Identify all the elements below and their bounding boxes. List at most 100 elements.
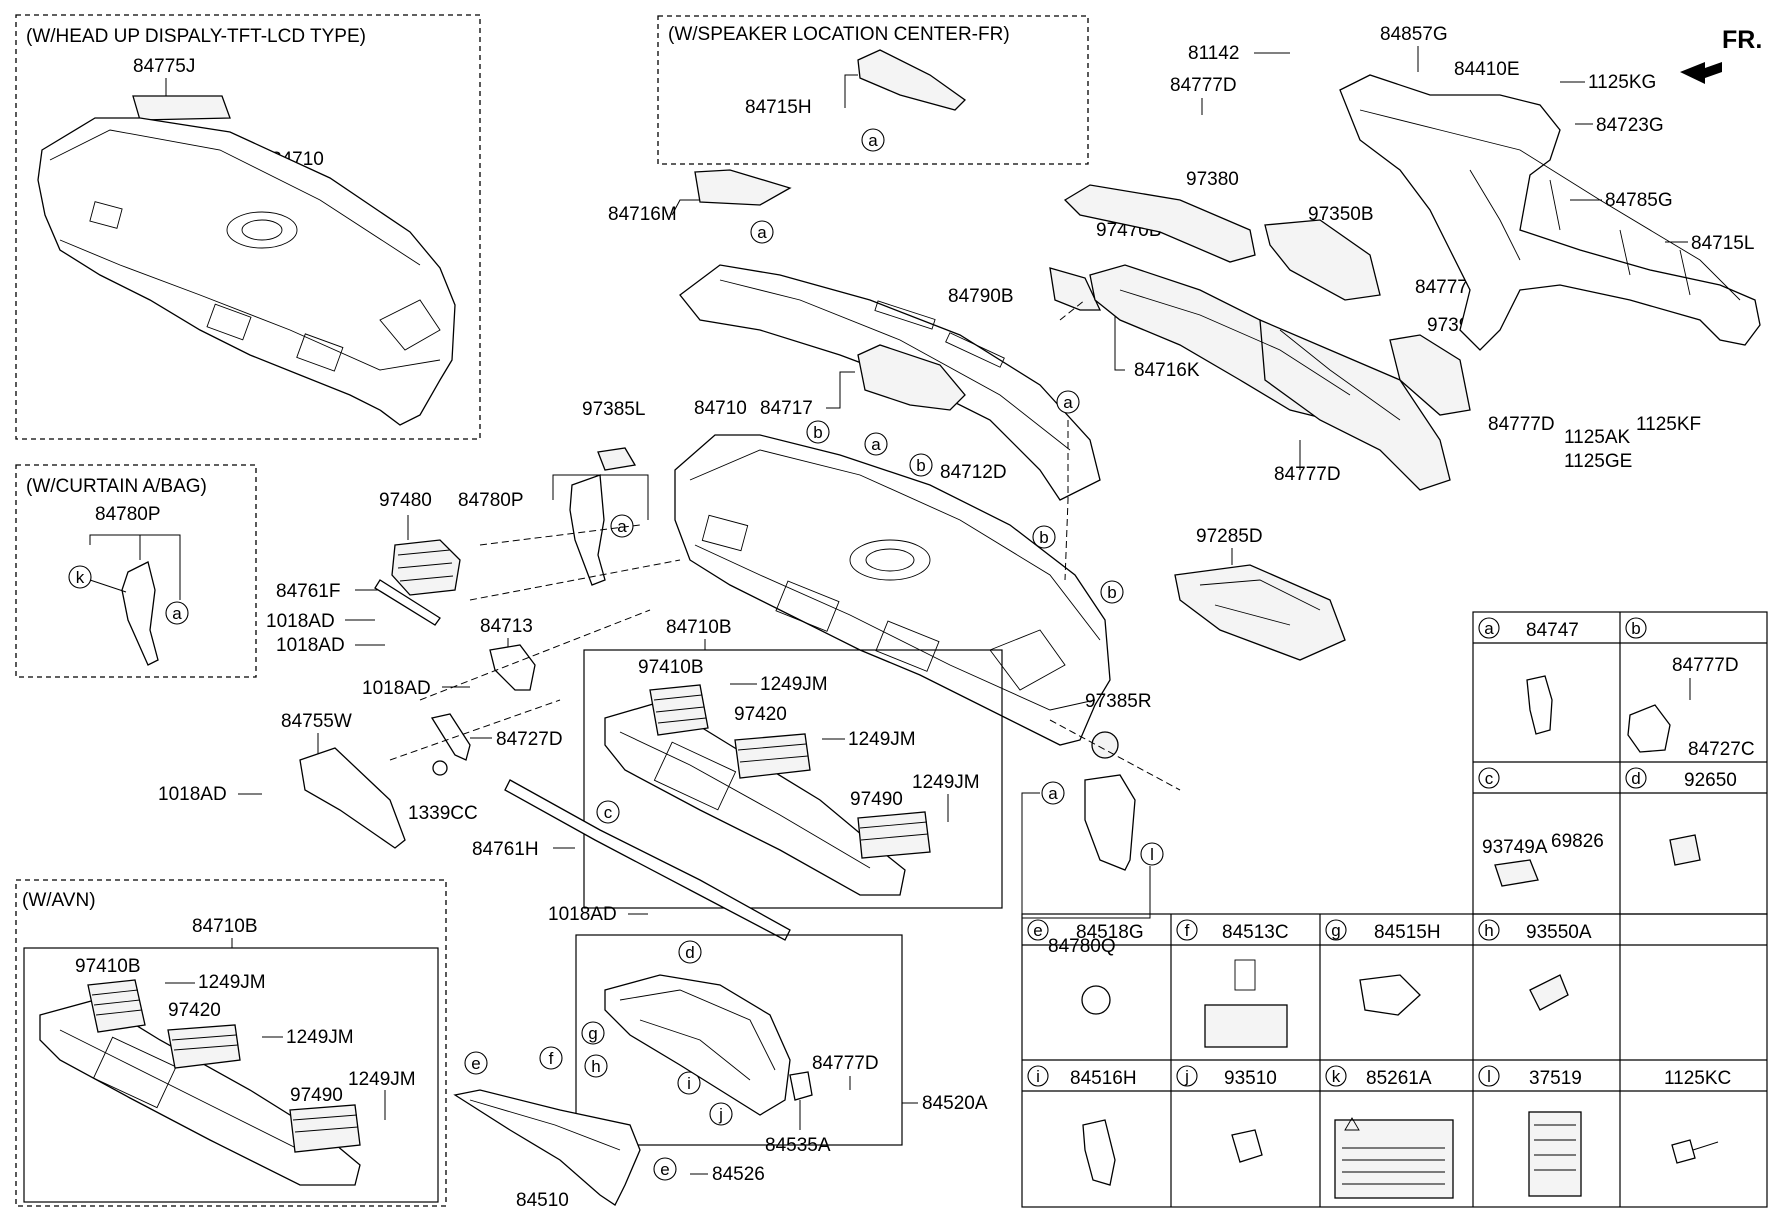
label-84535A[interactable]: 84535A	[765, 1135, 831, 1156]
legend-sub-69826[interactable]: 69826	[1551, 831, 1604, 852]
clip-84747[interactable]	[1526, 675, 1553, 735]
label-97480[interactable]: 97480	[379, 490, 432, 511]
bracket-84713[interactable]	[489, 644, 536, 691]
crash-pad-hud-part[interactable]	[37, 117, 456, 426]
label-84857G[interactable]: 84857G	[1380, 24, 1448, 45]
switch-93510[interactable]	[1231, 1129, 1263, 1163]
legend-part-84518G[interactable]: 84518G	[1076, 922, 1144, 943]
label-84780Q[interactable]: 84780Q	[1048, 936, 1116, 957]
label-84723G[interactable]: 84723G	[1596, 115, 1664, 136]
label-84716K[interactable]: 84716K	[1134, 360, 1200, 381]
label-1018AD-2[interactable]: 1018AD	[276, 635, 345, 656]
label-1249JM-1[interactable]: 1249JM	[760, 674, 828, 695]
clip-84518G[interactable]	[1081, 985, 1111, 1015]
legend-part-84516H[interactable]: 84516H	[1070, 1068, 1137, 1089]
label-84520A[interactable]: 84520A	[922, 1093, 988, 1114]
label-84755W[interactable]: 84755W	[281, 711, 352, 732]
pad-84716K-part[interactable]	[1049, 267, 1102, 311]
garnish-84761H[interactable]	[504, 779, 791, 941]
label-1018AD-3[interactable]: 1018AD	[362, 678, 431, 699]
legend-sub-84727C[interactable]: 84727C	[1688, 739, 1755, 760]
label-84777D-glove[interactable]: 84777D	[812, 1053, 879, 1074]
bracket-84727D[interactable]	[430, 713, 471, 761]
legend-part-84513C[interactable]: 84513C	[1222, 922, 1289, 943]
label-84710B[interactable]: 84710B	[666, 617, 732, 638]
label-97490[interactable]: 97490	[850, 789, 903, 810]
warning-label-85261A[interactable]	[1334, 1119, 1454, 1199]
nut-1339CC[interactable]	[432, 760, 448, 776]
side-vent-97385L[interactable]	[597, 447, 637, 471]
label-84777D-3[interactable]: 84777D	[1488, 414, 1555, 435]
legend-part-1125KC[interactable]: 1125KC	[1664, 1068, 1731, 1089]
label-97490-avn[interactable]: 97490	[290, 1085, 343, 1106]
label-1125AK[interactable]: 1125AK	[1564, 427, 1631, 448]
label-97285D[interactable]: 97285D	[1196, 526, 1263, 547]
center-fascia-84710B[interactable]	[604, 701, 906, 896]
label-84410E[interactable]: 84410E	[1454, 59, 1520, 80]
hud-display-part[interactable]	[132, 95, 231, 121]
label-84761F[interactable]: 84761F	[276, 581, 340, 602]
label-84777D-4[interactable]: 84777D	[1274, 464, 1341, 485]
center-fascia-avn-part[interactable]	[39, 999, 361, 1186]
label-1339CC[interactable]: 1339CC	[408, 803, 478, 824]
bracket-84755W[interactable]	[299, 747, 406, 849]
legend-part-92650[interactable]: 92650	[1684, 770, 1737, 791]
label-1249JM-avn-1[interactable]: 1249JM	[198, 972, 266, 993]
bracket-84727C[interactable]	[1627, 704, 1671, 753]
label-84780P[interactable]: 84780P	[458, 490, 524, 511]
label-1018AD-1[interactable]: 1018AD	[266, 611, 335, 632]
vent-97420[interactable]	[734, 733, 811, 779]
label-81142[interactable]: 81142	[1188, 43, 1239, 64]
label-84790B[interactable]: 84790B	[948, 286, 1014, 307]
legend-sub-93749A[interactable]: 93749A	[1482, 837, 1548, 858]
label-84775J[interactable]: 84775J	[133, 56, 195, 77]
speaker-pad-84717[interactable]	[857, 344, 966, 411]
label-84710B-avn[interactable]: 84710B	[192, 916, 258, 937]
pad-84716M-part[interactable]	[694, 169, 792, 206]
label-1125GE[interactable]: 1125GE	[1564, 451, 1632, 472]
pillar-trim-84780Q[interactable]	[1084, 774, 1136, 871]
label-84713[interactable]: 84713	[480, 616, 533, 637]
bracket-84535A[interactable]	[789, 1071, 813, 1101]
label-84510[interactable]: 84510	[516, 1190, 569, 1211]
label-84780P-curtain[interactable]: 84780P	[95, 504, 161, 525]
switch-93749A[interactable]	[1494, 859, 1539, 887]
cover-84516H[interactable]	[1082, 1119, 1116, 1186]
label-84777D-2[interactable]: 84777D	[1415, 277, 1482, 298]
label-97410B-avn[interactable]: 97410B	[75, 956, 141, 977]
bolt-1125KC[interactable]	[1671, 1139, 1696, 1164]
duct-97350B[interactable]	[1264, 219, 1381, 301]
label-97385L[interactable]: 97385L	[582, 399, 645, 420]
label-84777D-1[interactable]: 84777D	[1170, 75, 1237, 96]
cowl-crossmember-84410E[interactable]	[1339, 74, 1761, 351]
label-1249JM-2[interactable]: 1249JM	[848, 729, 916, 750]
legend-part-84515H[interactable]: 84515H	[1374, 922, 1441, 943]
label-84716M[interactable]: 84716M	[608, 204, 677, 225]
upper-pad-84790B[interactable]	[679, 264, 1101, 501]
pillar-trim-84780P[interactable]	[569, 474, 606, 586]
label-97420-avn[interactable]: 97420	[168, 1000, 221, 1021]
tray-97285D[interactable]	[1174, 564, 1346, 661]
label-84785G[interactable]: 84785G	[1605, 190, 1673, 211]
center-duct-part[interactable]	[1259, 318, 1451, 491]
duct-97380[interactable]	[1063, 184, 1256, 263]
legend-part-93550A[interactable]: 93550A	[1526, 922, 1592, 943]
handle-84515H[interactable]	[1359, 974, 1421, 1016]
vent-97490-avn[interactable]	[289, 1104, 361, 1153]
label-84715L[interactable]: 84715L	[1691, 233, 1754, 254]
label-97385R[interactable]: 97385R	[1085, 691, 1152, 712]
legend-part-84747[interactable]: 84747	[1526, 620, 1579, 641]
legend-part-85261A[interactable]: 85261A	[1366, 1068, 1432, 1089]
glove-box-housing-84520A[interactable]	[604, 974, 791, 1116]
legend-sub-84777D[interactable]: 84777D	[1672, 655, 1739, 676]
label-1018AD-5[interactable]: 1018AD	[548, 904, 617, 925]
vent-97420-avn[interactable]	[167, 1024, 241, 1069]
pillar-trim-curtain-part[interactable]	[121, 561, 159, 666]
label-1249JM-3[interactable]: 1249JM	[912, 772, 980, 793]
legend-part-37519[interactable]: 37519	[1529, 1068, 1582, 1089]
label-84717[interactable]: 84717	[760, 398, 813, 419]
speaker-grille-84715H[interactable]	[857, 49, 967, 111]
switch-93550A[interactable]	[1529, 974, 1569, 1011]
label-97420[interactable]: 97420	[734, 704, 787, 725]
label-1249JM-avn-2[interactable]: 1249JM	[286, 1027, 354, 1048]
